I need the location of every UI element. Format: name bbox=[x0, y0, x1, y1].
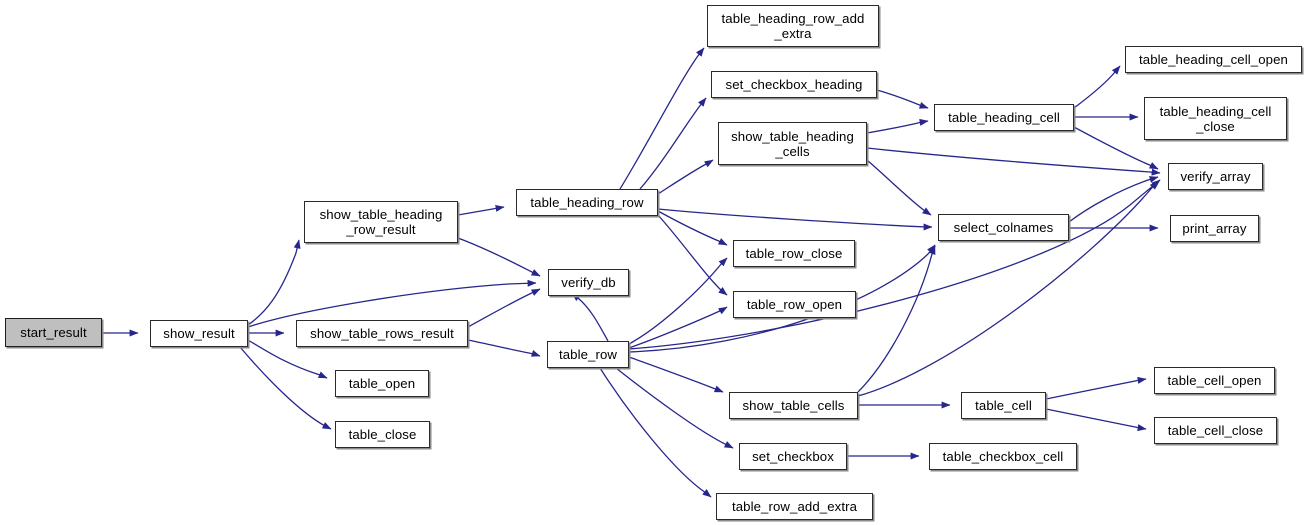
graph-node-set_checkbox_heading[interactable]: set_checkbox_heading bbox=[711, 71, 877, 98]
graph-node-label: verify_array bbox=[1180, 169, 1251, 184]
graph-edge-show_result-to-table_close bbox=[239, 346, 332, 430]
graph-node-table_open[interactable]: table_open bbox=[335, 370, 429, 397]
graph-node-show_table_heading_cells[interactable]: show_table_heading _cells bbox=[718, 122, 867, 165]
graph-node-label: table_row_add_extra bbox=[731, 499, 858, 514]
graph-node-table_checkbox_cell[interactable]: table_checkbox_cell bbox=[929, 443, 1077, 470]
graph-node-show_table_heading_row_result[interactable]: show_table_heading _row_result bbox=[304, 201, 458, 243]
graph-edge-show_table_heading_row_result-to-table_heading_row bbox=[457, 204, 505, 216]
graph-node-label: show_table_heading _cells bbox=[731, 128, 854, 159]
graph-node-label: table_heading_cell bbox=[948, 110, 1060, 125]
graph-edge-show_table_rows_result-to-table_row bbox=[467, 339, 541, 357]
graph-node-table_heading_row[interactable]: table_heading_row bbox=[516, 189, 658, 216]
graph-node-label: select_colnames bbox=[953, 220, 1054, 235]
graph-node-label: verify_db bbox=[561, 275, 616, 290]
graph-node-label: table_checkbox_cell bbox=[942, 449, 1064, 464]
graph-node-label: table_heading_row_add _extra bbox=[721, 11, 865, 41]
graph-edge-set_checkbox_heading-to-table_heading_cell bbox=[876, 89, 929, 109]
graph-node-label: table_row_close bbox=[745, 246, 843, 261]
graph-node-show_result[interactable]: show_result bbox=[150, 320, 248, 347]
graph-node-label: table_open bbox=[348, 376, 416, 391]
graph-node-table_row_close[interactable]: table_row_close bbox=[733, 240, 855, 267]
graph-node-table_cell[interactable]: table_cell bbox=[961, 392, 1046, 419]
graph-node-label: table_cell_open bbox=[1167, 373, 1262, 388]
graph-edge-table_heading_row-to-table_row_open bbox=[657, 214, 728, 296]
graph-node-table_heading_cell[interactable]: table_heading_cell bbox=[934, 104, 1074, 131]
graph-node-label: table_cell bbox=[975, 398, 1032, 413]
graph-edge-show_table_rows_result-to-verify_db bbox=[467, 288, 541, 328]
graph-node-label: start_result bbox=[20, 325, 87, 340]
graph-edge-table_cell-to-table_cell_close bbox=[1045, 408, 1147, 432]
graph-node-label: set_checkbox bbox=[752, 449, 834, 464]
graph-edge-show_table_heading_row_result-to-verify_db bbox=[457, 237, 541, 277]
graph-node-label: table_heading_cell_open bbox=[1139, 52, 1288, 67]
graph-node-start_result[interactable]: start_result bbox=[5, 318, 102, 347]
graph-edge-table_row-to-verify_db bbox=[571, 292, 609, 342]
graph-edge-table_heading_cell-to-table_heading_cell_open bbox=[1073, 65, 1121, 109]
graph-node-label: show_table_rows_result bbox=[310, 326, 454, 341]
graph-node-show_table_rows_result[interactable]: show_table_rows_result bbox=[296, 320, 468, 347]
graph-edge-table_heading_row-to-select_colnames bbox=[657, 208, 933, 231]
graph-edge-show_table_heading_cells-to-verify_array bbox=[866, 147, 1161, 176]
graph-node-label: set_checkbox_heading bbox=[725, 77, 863, 92]
graph-edge-table_row-to-table_row_close bbox=[628, 257, 728, 345]
graph-node-label: table_row_open bbox=[746, 297, 843, 312]
graph-node-set_checkbox[interactable]: set_checkbox bbox=[739, 443, 847, 470]
graph-node-verify_array[interactable]: verify_array bbox=[1168, 163, 1263, 190]
graph-node-label: show_result bbox=[163, 326, 235, 341]
graph-node-table_heading_row_add_extra[interactable]: table_heading_row_add _extra bbox=[707, 5, 879, 47]
graph-node-label: table_close bbox=[348, 427, 417, 442]
graph-edge-table_heading_row-to-show_table_heading_cells bbox=[657, 159, 714, 195]
graph-node-label: table_heading_cell _close bbox=[1159, 103, 1272, 134]
graph-edge-table_row-to-show_table_cells bbox=[628, 356, 724, 393]
graph-node-show_table_cells[interactable]: show_table_cells bbox=[729, 392, 858, 419]
graph-edge-show_table_heading_cells-to-table_heading_cell bbox=[866, 118, 929, 134]
graph-edge-table_row-to-set_checkbox bbox=[615, 367, 734, 449]
graph-node-table_row_add_extra[interactable]: table_row_add_extra bbox=[716, 493, 873, 520]
graph-edge-table_heading_row-to-set_checkbox_heading bbox=[639, 97, 707, 190]
graph-edge-table_cell-to-table_cell_open bbox=[1045, 376, 1147, 400]
graph-node-table_heading_cell_close[interactable]: table_heading_cell _close bbox=[1144, 97, 1287, 140]
graph-edge-table_row-to-table_row_open bbox=[628, 306, 728, 349]
graph-node-label: show_table_heading _row_result bbox=[319, 207, 443, 237]
graph-edge-table_row-to-table_row_add_extra bbox=[599, 367, 712, 498]
graph-node-print_array[interactable]: print_array bbox=[1170, 215, 1259, 242]
graph-edge-select_colnames-to-verify_array bbox=[1068, 176, 1159, 223]
graph-node-verify_db[interactable]: verify_db bbox=[548, 269, 629, 296]
graph-node-table_row_open[interactable]: table_row_open bbox=[733, 291, 856, 318]
graph-edge-table_heading_row-to-table_row_close bbox=[657, 210, 728, 246]
graph-node-table_cell_open[interactable]: table_cell_open bbox=[1154, 367, 1275, 394]
graph-node-select_colnames[interactable]: select_colnames bbox=[938, 214, 1069, 241]
graph-node-label: table_heading_row bbox=[530, 195, 644, 210]
graph-node-label: table_cell_close bbox=[1167, 423, 1264, 438]
graph-node-table_cell_close[interactable]: table_cell_close bbox=[1154, 417, 1277, 444]
graph-node-label: print_array bbox=[1182, 221, 1247, 236]
graph-edge-show_result-to-show_table_heading_row_result bbox=[247, 239, 301, 326]
graph-edge-table_heading_row-to-table_heading_row_add_extra bbox=[619, 47, 705, 190]
graph-edge-table_row-to-verify_array bbox=[628, 179, 1161, 350]
graph-node-table_close[interactable]: table_close bbox=[335, 421, 430, 448]
graph-edge-show_table_cells-to-select_colnames bbox=[857, 245, 936, 393]
graph-node-table_heading_cell_open[interactable]: table_heading_cell_open bbox=[1125, 46, 1302, 73]
graph-node-label: show_table_cells bbox=[742, 398, 845, 413]
graph-node-label: table_row bbox=[558, 347, 618, 362]
graph-node-table_row[interactable]: table_row bbox=[547, 341, 629, 368]
graph-edge-show_table_heading_cells-to-select_colnames bbox=[866, 159, 932, 216]
